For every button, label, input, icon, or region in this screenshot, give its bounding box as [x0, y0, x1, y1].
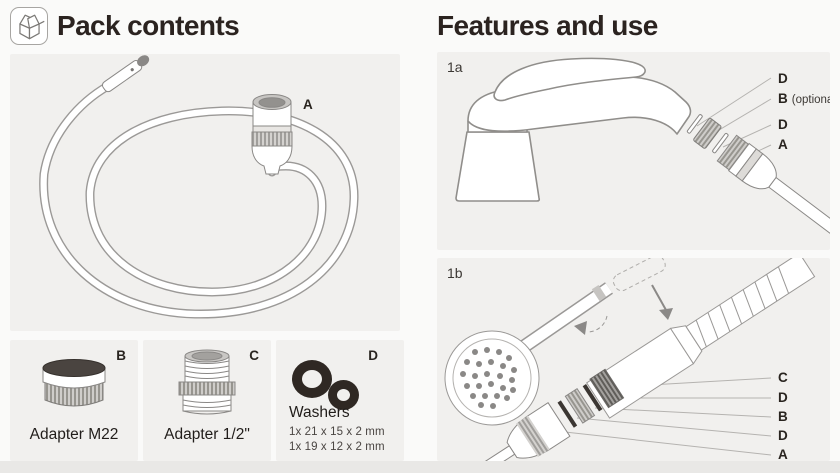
fig1a-callout-b-label: B	[778, 91, 788, 106]
adapter-half-inch-panel: C Adapter 1/2"	[143, 340, 271, 461]
adapter-m22-panel: B Adapter M22	[10, 340, 138, 461]
fig1a-callout-d2: D	[778, 118, 788, 132]
hose-connector	[251, 94, 293, 175]
faucet-illustration	[455, 57, 830, 250]
washer-small	[328, 380, 359, 410]
washer-large	[292, 360, 332, 398]
fig1b-callout-d2: D	[778, 428, 788, 443]
fig1a-callout-b: B(optional)	[778, 92, 830, 107]
figure-1a-panel: 1a	[437, 52, 830, 250]
fig1a-callout-d2-label: D	[778, 117, 788, 132]
washers-panel: D Washers 1x 21 x 15 x 2 mm 1x 19 x 12 x…	[276, 340, 404, 461]
fig1a-callout-d1-label: D	[778, 71, 788, 86]
callout-d: D	[368, 348, 378, 363]
hose-illustration	[39, 55, 359, 319]
fig1a-callout-a: A	[778, 138, 788, 152]
washer-size-1: 1x 21 x 15 x 2 mm	[289, 426, 385, 438]
fig1a-callout-d1: D	[778, 72, 788, 86]
adapter-half-inch-illustration	[178, 349, 236, 415]
hose-panel: A	[10, 54, 400, 331]
fig1b-callout-b: B	[778, 409, 788, 424]
fig1a-callout-a-label: A	[778, 137, 788, 152]
adapter-m22-caption: Adapter M22	[29, 426, 119, 443]
callout-a: A	[303, 97, 313, 112]
fig1b-callout-a: A	[778, 447, 788, 461]
open-box-icon	[10, 7, 48, 45]
footer-band	[0, 461, 840, 473]
figure-1a-id: 1a	[447, 59, 463, 75]
features-title: Features and use	[437, 10, 658, 41]
washers-caption: Washers	[289, 404, 350, 421]
callout-c: C	[249, 348, 259, 363]
adapter-m22-illustration	[42, 359, 106, 407]
pack-contents-title: Pack contents	[57, 10, 240, 41]
fig1a-callout-b-note: (optional)	[791, 94, 830, 106]
nozzle	[101, 55, 150, 93]
figure-1b-panel: 1b	[437, 258, 830, 461]
callout-b: B	[116, 348, 126, 363]
adapter-half-inch-caption: Adapter 1/2"	[164, 426, 250, 443]
figure-1b-id: 1b	[447, 265, 463, 281]
fig1b-callout-d1: D	[778, 390, 788, 405]
spray-head-illustration	[444, 258, 816, 461]
fig1b-callout-c: C	[778, 370, 788, 385]
washer-size-2: 1x 19 x 12 x 2 mm	[289, 441, 385, 453]
